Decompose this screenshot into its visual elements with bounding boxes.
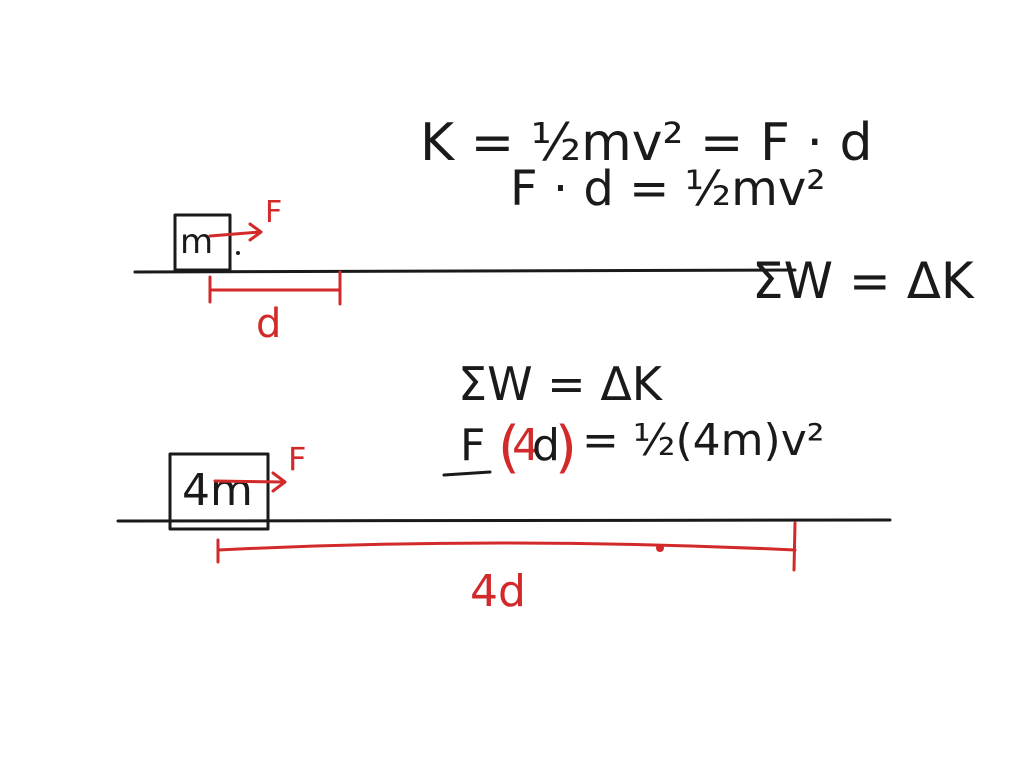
bottom-force-arrow [213,479,286,484]
top-force-arrow [208,230,262,238]
bottom-force-arrowhead [271,471,287,493]
work-energy-theorem-mid: ΣW = ΔK [458,357,664,411]
bottom-force-label: F [288,440,306,478]
bottom-distance-ink-dot [656,544,664,552]
energy-equation-line1: K = ½mv² = F · d [420,113,873,173]
scaled-eq-4: 4 [512,420,540,471]
bottom-distance-bar [216,541,797,552]
top-mass-label: m [180,222,213,262]
top-force-arrowhead [248,222,263,242]
top-force-label: F [265,195,282,230]
energy-equation-line2: F · d = ½mv² [510,161,826,217]
scaled-eq-F: F [460,420,485,471]
top-mass-block [173,213,232,272]
bottom-mass-label: 4m [182,465,253,516]
work-energy-theorem-right: ΣW = ΔK [752,252,975,310]
scaled-eq-open-paren: ( [498,415,520,480]
scaled-eq-close-paren: ) [555,415,577,480]
top-mass-dot [236,251,240,255]
bottom-distance-right-tick [792,521,797,572]
scaled-eq-rhs: = ½(4m)v² [582,415,824,466]
top-distance-label: d [256,301,281,347]
bottom-ground-line [116,518,892,523]
scaled-eq-underline [442,470,492,477]
bottom-distance-label: 4d [470,566,526,617]
top-ground-line [133,268,797,274]
scaled-eq-d: d [532,420,560,471]
bottom-mass-block [168,452,270,531]
